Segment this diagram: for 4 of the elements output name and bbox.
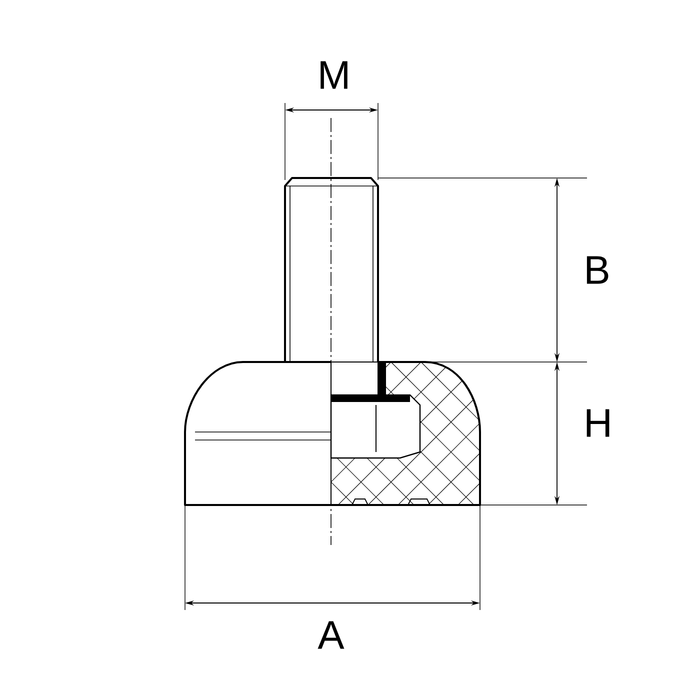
dimension-label: H <box>586 409 610 437</box>
dimension-label: M <box>320 61 348 89</box>
dimension-label: B <box>586 256 608 284</box>
dimension-label: A <box>318 621 344 649</box>
